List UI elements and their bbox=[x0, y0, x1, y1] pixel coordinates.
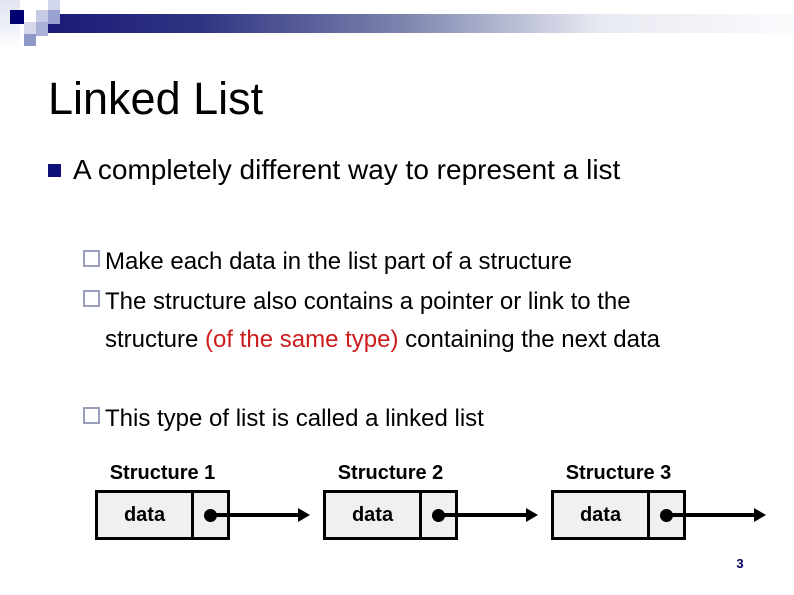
slide-title: Linked List bbox=[48, 73, 264, 124]
pixel-square-icon bbox=[24, 34, 36, 46]
structure-1-data-cell: data bbox=[123, 503, 166, 526]
hollow-square-bullet-icon bbox=[83, 407, 100, 424]
pixel-square-icon bbox=[48, 10, 60, 24]
sub-bullet-2: The structure also contains a pointer or… bbox=[83, 283, 715, 359]
pointer-arrowhead-icon bbox=[298, 508, 310, 522]
linked-list-node-3: Structure 3 data bbox=[551, 462, 771, 557]
pointer-arrow-line bbox=[666, 513, 754, 517]
left-gradient-strip bbox=[0, 0, 20, 48]
sub-bullet-2-part2: containing the next data bbox=[398, 326, 660, 353]
structure-2-label: Structure 2 bbox=[337, 462, 444, 484]
pointer-arrow-line bbox=[438, 513, 526, 517]
bullet-level1: A completely different way to represent … bbox=[48, 150, 668, 190]
linked-list-node-2: Structure 2 data bbox=[323, 462, 543, 557]
structure-2-data-cell: data bbox=[351, 503, 394, 526]
pointer-arrowhead-icon bbox=[526, 508, 538, 522]
page-number: 3 bbox=[736, 556, 744, 571]
sub-bullet-2-text: The structure also contains a pointer or… bbox=[105, 283, 715, 359]
pixel-square-icon bbox=[36, 22, 48, 36]
structure-1-label: Structure 1 bbox=[109, 462, 216, 484]
sub-bullet-2-part1: The structure also contains a pointer or… bbox=[105, 288, 631, 353]
structure-3-label: Structure 3 bbox=[565, 462, 672, 484]
sub-bullet-3-text: This type of list is called a linked lis… bbox=[105, 405, 484, 432]
sub-bullet-1: Make each data in the list part of a str… bbox=[83, 243, 715, 281]
hollow-square-bullet-icon bbox=[83, 290, 100, 307]
pixel-square-icon bbox=[24, 22, 36, 34]
pixel-square-icon bbox=[36, 10, 48, 22]
structure-3-box: data bbox=[551, 490, 686, 540]
sub-bullet-3: This type of list is called a linked lis… bbox=[83, 400, 715, 438]
linked-list-node-1: Structure 1 data bbox=[95, 462, 315, 557]
sub-bullet-1-text: Make each data in the list part of a str… bbox=[105, 248, 572, 275]
bullet-level1-text: A completely different way to represent … bbox=[73, 154, 621, 185]
bullet-square-icon bbox=[48, 164, 61, 177]
pixel-square-navy-icon bbox=[10, 10, 24, 24]
pixel-square-icon bbox=[48, 0, 60, 10]
pointer-arrowhead-icon bbox=[754, 508, 766, 522]
pointer-arrow-line bbox=[210, 513, 298, 517]
header-gradient-bar bbox=[48, 14, 794, 33]
sub-bullet-2-red-text: (of the same type) bbox=[205, 326, 399, 353]
structure-3-data-cell: data bbox=[579, 503, 622, 526]
hollow-square-bullet-icon bbox=[83, 250, 100, 267]
